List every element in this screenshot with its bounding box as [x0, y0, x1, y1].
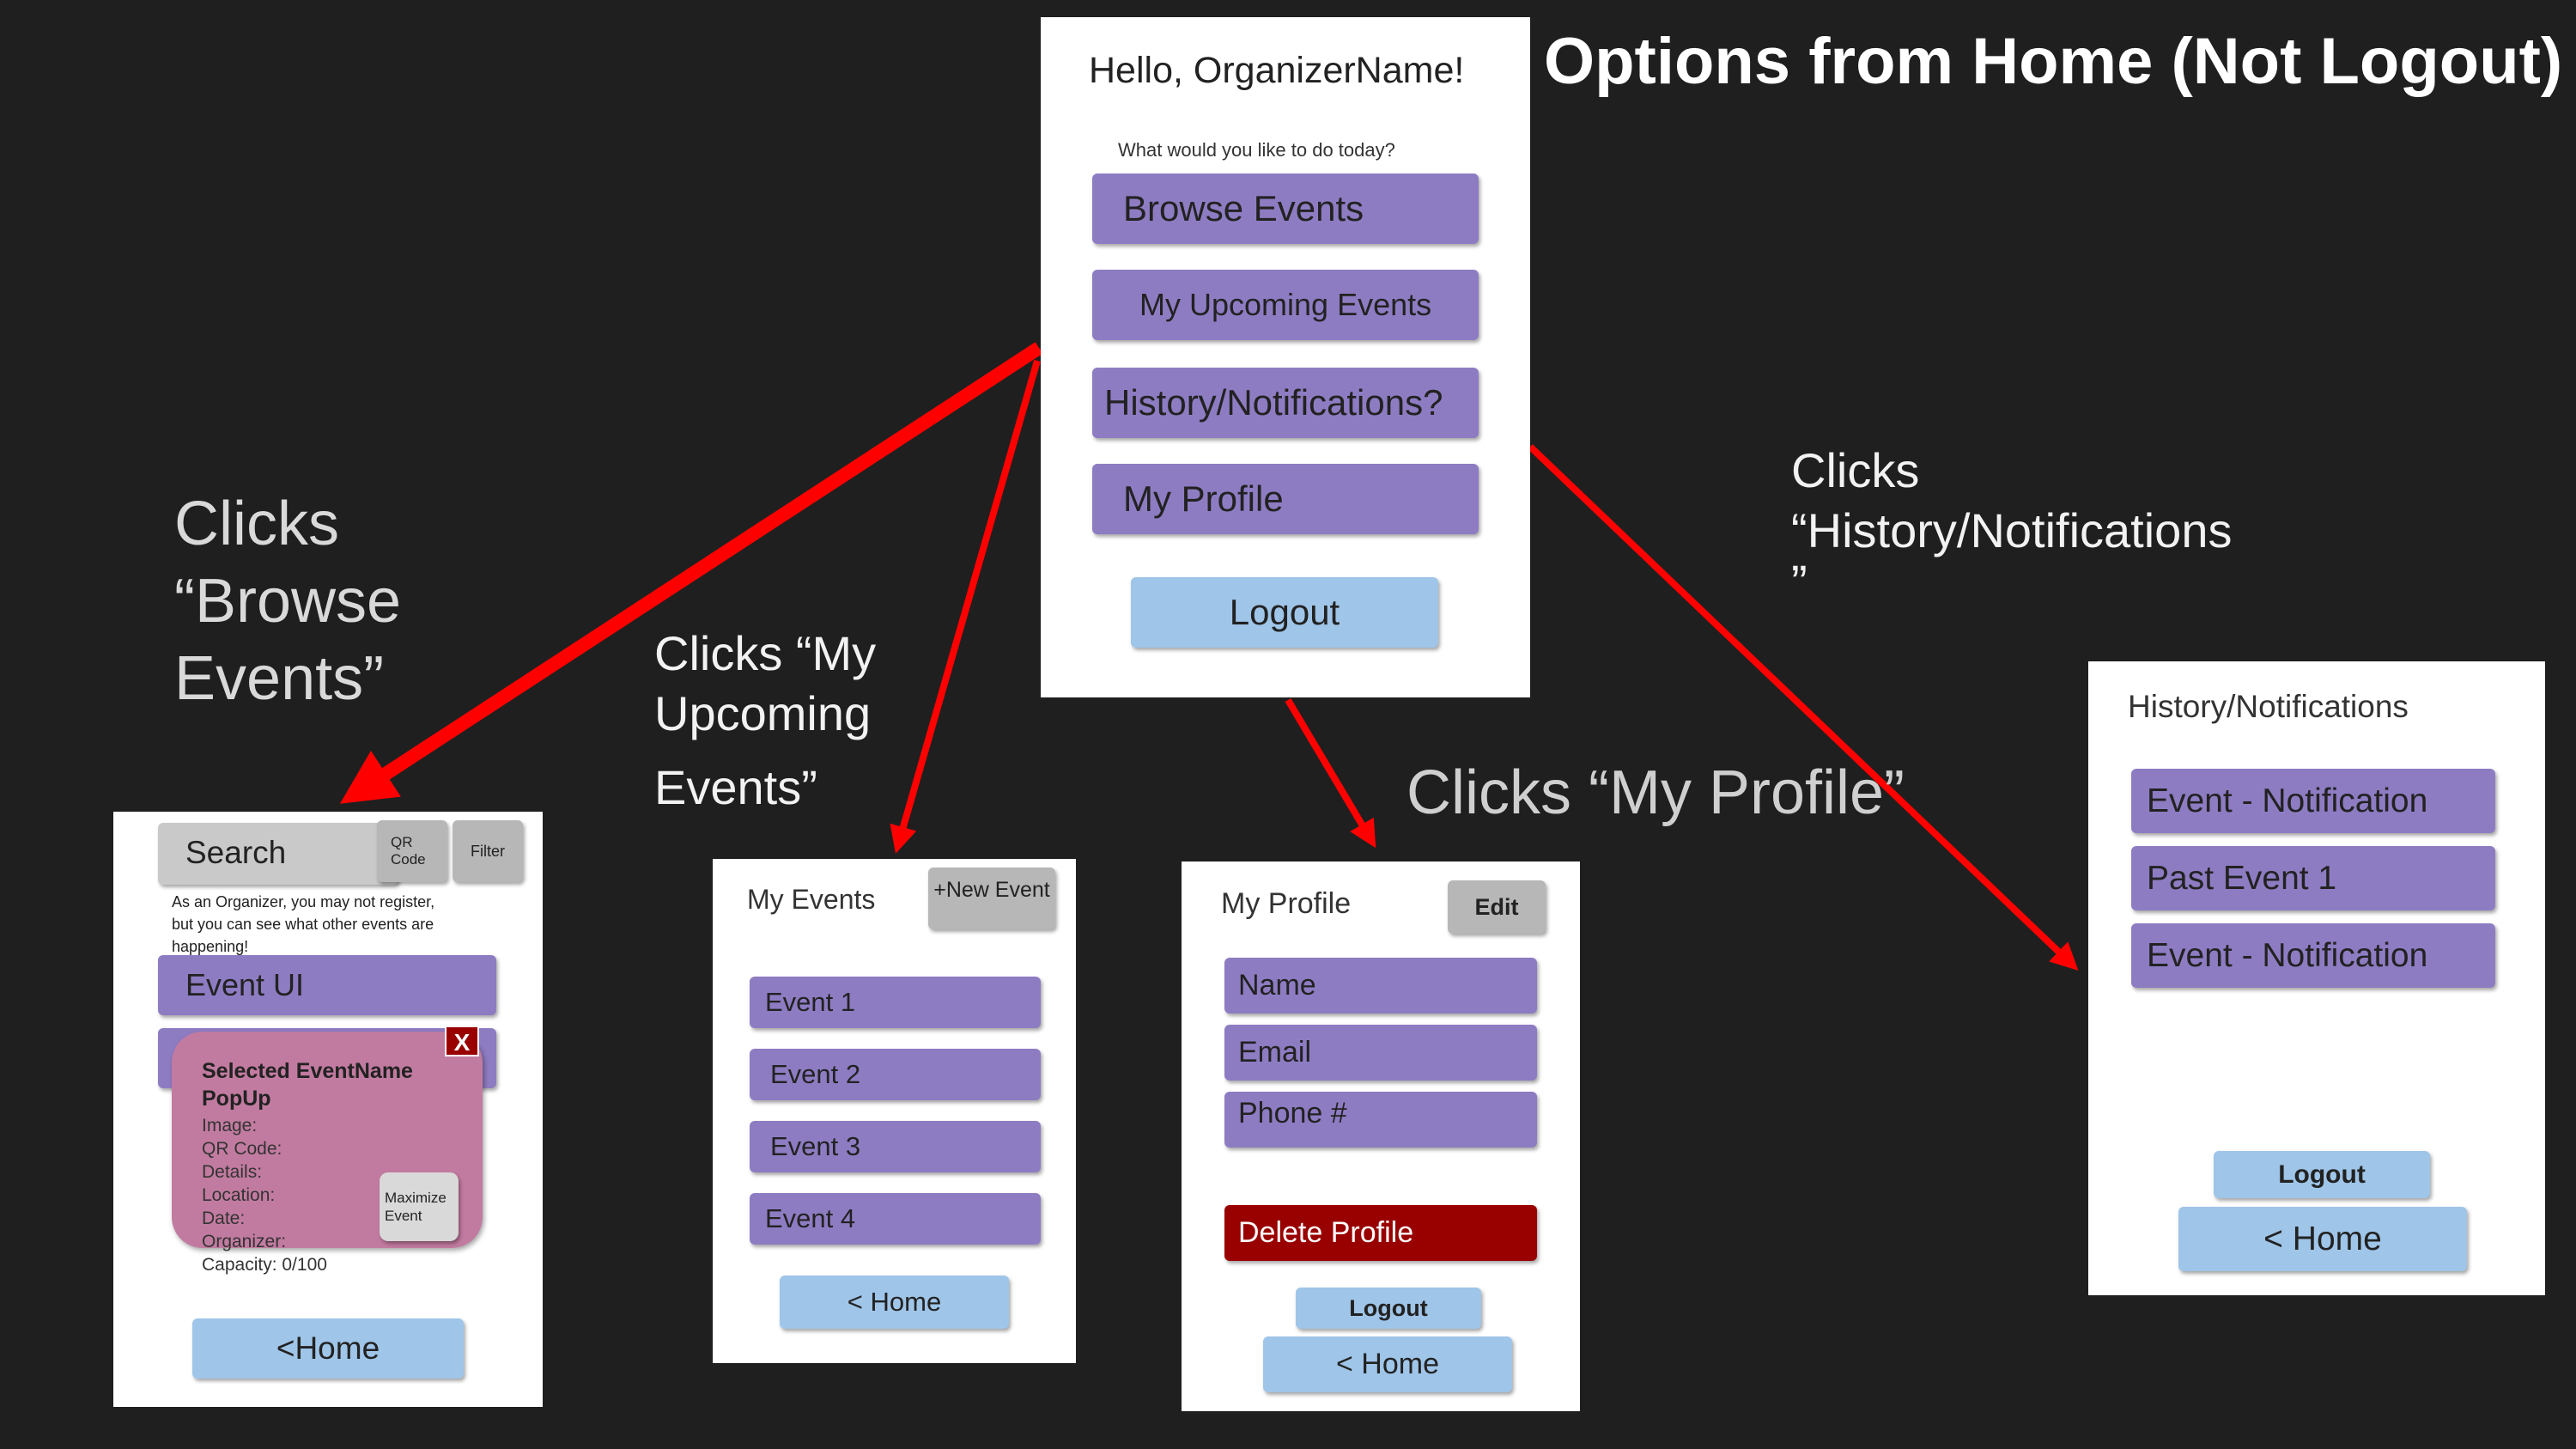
qr-code-button[interactable]: QR Code [377, 820, 447, 882]
maximize-event-button[interactable]: Maximize Event [380, 1172, 459, 1241]
my-profile-screen: My Profile Edit Name Email Phone # Delet… [1182, 861, 1580, 1411]
popup-fields: Image: QR Code: Details: Location: Date:… [202, 1116, 327, 1275]
email-field[interactable]: Email [1224, 1025, 1537, 1081]
popup-title: Selected EventName PopUp [202, 1059, 413, 1111]
greeting: Hello, OrganizerName! [1089, 50, 1465, 91]
browse-events-screen: Search QR Code Filter As an Organizer, y… [113, 812, 543, 1407]
logout-button[interactable]: Logout [1131, 577, 1438, 648]
event-item[interactable]: Event 4 [750, 1193, 1041, 1245]
event-list-item[interactable]: Event UI [158, 955, 496, 1015]
phone-field[interactable]: Phone # [1224, 1092, 1537, 1148]
notification-item[interactable]: Past Event 1 [2131, 846, 2495, 910]
my-events-screen: My Events +New Event Event 1 Event 2 Eve… [713, 859, 1076, 1363]
my-upcoming-events-button[interactable]: My Upcoming Events [1092, 270, 1479, 340]
logout-button[interactable]: Logout [2214, 1151, 2430, 1198]
event-popup: Selected EventName PopUp Image: QR Code:… [172, 1032, 483, 1275]
page-title: History/Notifications [2128, 689, 2409, 724]
event-item[interactable]: Event 1 [750, 977, 1041, 1028]
event-item[interactable]: Event 2 [750, 1049, 1041, 1100]
filter-button[interactable]: Filter [453, 820, 523, 882]
delete-profile-button[interactable]: Delete Profile [1224, 1205, 1537, 1261]
home-button[interactable]: < Home [1263, 1336, 1512, 1392]
history-notifications-screen: History/Notifications Event - Notificati… [2088, 661, 2545, 1295]
caption-history: Clicks “History/Notifications ” [1791, 443, 2233, 609]
history-notifications-button[interactable]: History/Notifications? [1092, 368, 1479, 438]
search-input[interactable]: Search [158, 823, 398, 885]
new-event-button[interactable]: +New Event [928, 868, 1055, 929]
arrow-to-profile [1285, 697, 1376, 849]
diagram-title: Options from Home (Not Logout) [1544, 25, 2563, 98]
event-item[interactable]: Event 3 [750, 1121, 1041, 1172]
notification-item[interactable]: Event - Notification [2131, 769, 2495, 833]
browse-events-button[interactable]: Browse Events [1092, 174, 1479, 244]
organizer-note: As an Organizer, you may not register, b… [172, 893, 435, 955]
page-title: My Events [747, 884, 876, 915]
my-profile-button[interactable]: My Profile [1092, 464, 1479, 534]
caption-profile: Clicks “My Profile” [1406, 758, 1905, 827]
prompt: What would you like to do today? [1118, 139, 1395, 161]
home-button[interactable]: < Home [780, 1275, 1009, 1329]
name-field[interactable]: Name [1224, 958, 1537, 1014]
edit-button[interactable]: Edit [1448, 880, 1546, 934]
caption-upcoming: Clicks “My Upcoming Events” [654, 626, 877, 814]
arrow-to-upcoming [890, 359, 1041, 854]
caption-browse: Clicks “Browse Events” [174, 490, 402, 713]
home-button[interactable]: <Home [192, 1318, 464, 1379]
home-screen: Hello, OrganizerName! What would you lik… [1041, 17, 1530, 697]
home-button[interactable]: < Home [2178, 1207, 2467, 1271]
logout-button[interactable]: Logout [1296, 1288, 1481, 1329]
close-icon[interactable]: X [445, 1026, 479, 1056]
notification-item[interactable]: Event - Notification [2131, 923, 2495, 988]
page-title: My Profile [1221, 887, 1352, 920]
